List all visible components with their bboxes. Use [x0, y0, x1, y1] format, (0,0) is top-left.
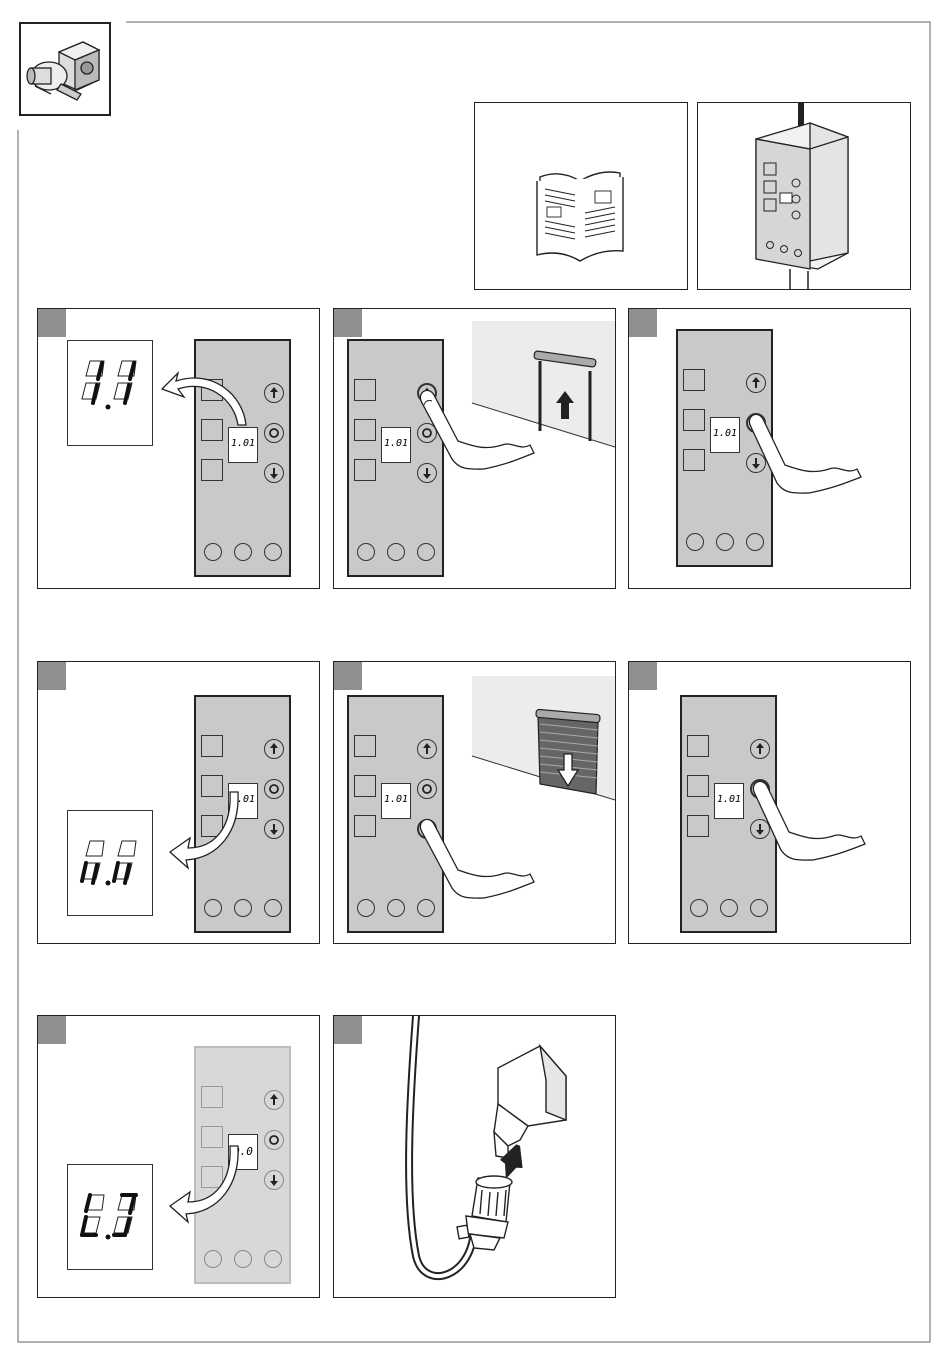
zoom-arrow-icon — [38, 662, 319, 943]
finger-press-icon — [334, 662, 615, 943]
finger-press-icon — [629, 309, 910, 588]
step-panel-6: 1.01 — [628, 661, 911, 944]
finger-press-icon — [629, 662, 910, 943]
finger-press-icon — [334, 309, 615, 588]
zoom-arrow-icon — [38, 309, 319, 588]
step-panel-1: 1.01 — [37, 308, 320, 589]
gear-motor-icon — [21, 24, 109, 114]
header-icon-box — [19, 22, 111, 116]
step-panel-5: 1.01 — [333, 661, 616, 944]
step-panel-2: 1.01 — [333, 308, 616, 589]
step-panel-7: 0.0 — [37, 1015, 320, 1298]
step-panel-8 — [333, 1015, 616, 1298]
zoom-arrow-icon — [38, 1016, 319, 1297]
power-plug-icon — [334, 1016, 615, 1297]
step-panel-4: 1.01 — [37, 661, 320, 944]
control-box-icon — [698, 103, 910, 289]
control-box-panel — [697, 102, 911, 290]
manual-panel — [474, 102, 688, 290]
step-panel-3: 1.01 — [628, 308, 911, 589]
open-book-icon — [475, 103, 687, 289]
